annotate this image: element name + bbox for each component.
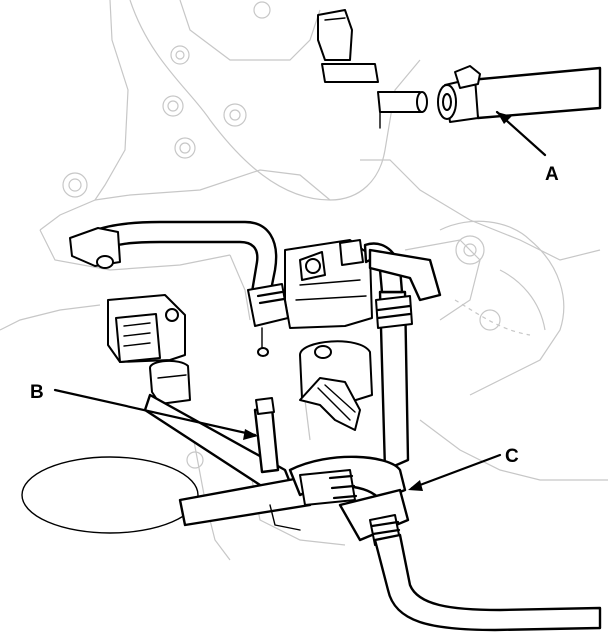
vacuum-hose-a (437, 65, 602, 123)
throttle-linkage (299, 340, 373, 431)
connecting-rod (143, 393, 297, 500)
callout-b-label: B (30, 382, 44, 403)
callout-a-label: A (545, 164, 559, 185)
engine-bolt-bosses (62, 1, 501, 469)
upper-hose-loop (69, 220, 278, 297)
control-valve-assembly (247, 239, 373, 357)
engine-opening-outline (21, 456, 199, 534)
upper-fittings (317, 9, 428, 129)
callout-b: B (30, 382, 258, 440)
callout-a: A (495, 110, 559, 185)
lower-hose-assembly (178, 455, 602, 632)
sensor-connector (107, 294, 191, 405)
right-vertical-hose (363, 242, 442, 472)
callout-c: C (408, 446, 519, 491)
callout-c-label: C (505, 446, 519, 467)
